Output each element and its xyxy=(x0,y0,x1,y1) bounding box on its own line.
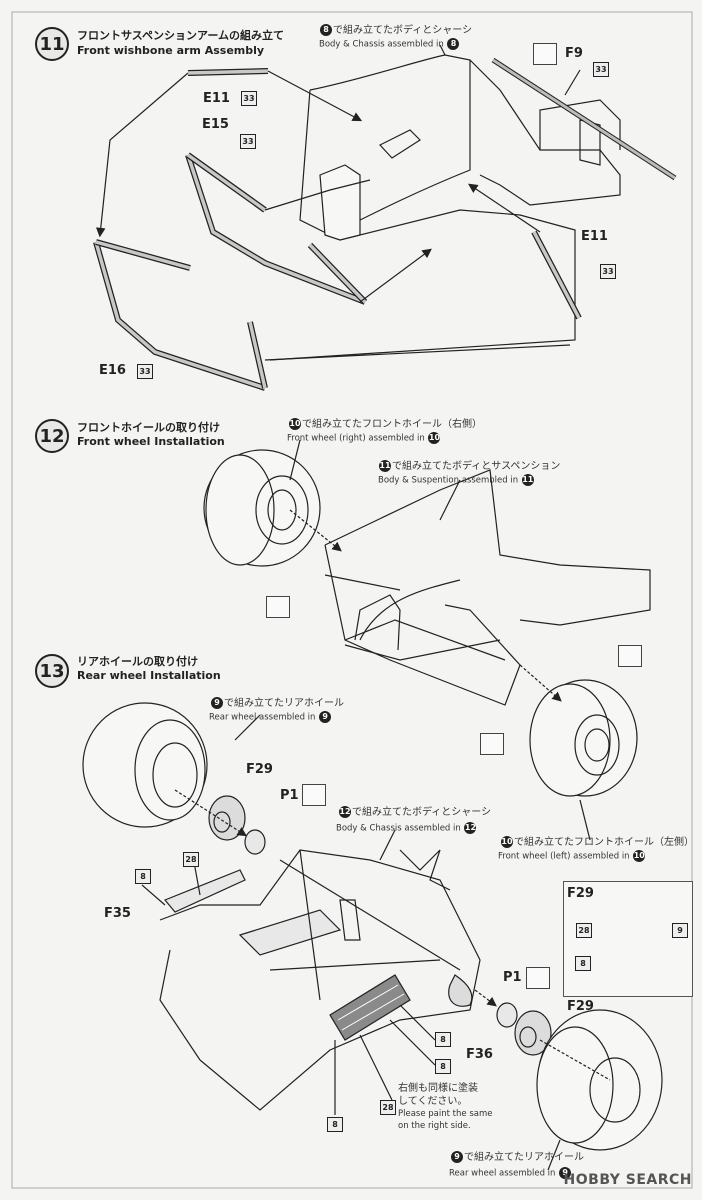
ref-number-badge: 8 xyxy=(320,24,332,36)
paint-note-en-2: on the right side. xyxy=(398,1121,471,1131)
color-code-33: 33 xyxy=(241,91,257,106)
step-12-ref-right-jp: 10で組み立てたフロントホイール（右側） xyxy=(289,418,482,430)
color-code-28: 28 xyxy=(183,852,199,867)
step-11-title-en: Front wishbone arm Assembly xyxy=(77,44,265,57)
step-12-title-en: Front wheel Installation xyxy=(77,435,225,448)
step-13-ref-chassis-en: Body & Chassis assembled in 12 xyxy=(336,822,477,834)
color-code-28: 28 xyxy=(576,923,592,938)
step-13-ref-chassis-jp: 12で組み立てたボディとシャーシ xyxy=(339,806,492,818)
part-label-p1-right: P1 xyxy=(503,970,522,985)
color-code-28: 28 xyxy=(380,1100,396,1115)
part-label-e16: E16 xyxy=(99,363,126,378)
color-code-8: 8 xyxy=(327,1117,343,1132)
step-12-ref-left-en: Front wheel (left) assembled in 10 xyxy=(498,850,646,862)
color-code-8: 8 xyxy=(435,1059,451,1074)
color-code-33: 33 xyxy=(137,364,153,379)
part-label-f29-left: F29 xyxy=(246,762,273,777)
no-glue-icon xyxy=(526,967,550,989)
f29-detail-inset xyxy=(563,881,693,997)
no-glue-icon xyxy=(618,645,642,667)
color-code-9: 9 xyxy=(672,923,688,938)
paint-note-en-1: Please paint the same xyxy=(398,1109,493,1119)
no-glue-icon xyxy=(533,43,557,65)
color-code-33: 33 xyxy=(600,264,616,279)
step-12-ref-left-jp: 10で組み立てたフロントホイール（左側） xyxy=(501,836,694,848)
paint-note-jp-1: 右側も同様に塗装 xyxy=(398,1083,478,1094)
part-label-e11-right: E11 xyxy=(581,229,608,244)
color-code-33: 33 xyxy=(593,62,609,77)
color-code-8: 8 xyxy=(135,869,151,884)
no-glue-icon xyxy=(480,733,504,755)
step-12-ref-body-en: Body & Suspention assembled in 11 xyxy=(378,474,534,486)
color-code-8: 8 xyxy=(575,956,591,971)
part-label-e15: E15 xyxy=(202,117,229,132)
step-12-ref-body-jp: 11で組み立てたボディとサスペンション xyxy=(379,460,561,472)
part-label-p1-left: P1 xyxy=(280,788,299,803)
step-13-ref-rear2-en: Rear wheel assembled in 9 xyxy=(449,1167,572,1179)
step-number-11: 11 xyxy=(35,27,69,61)
step-13-title-jp: リアホイールの取り付け xyxy=(77,655,198,668)
step-number-13: 13 xyxy=(35,654,69,688)
step-11-title-jp: フロントサスペンションアームの組み立て xyxy=(77,29,285,42)
part-label-f29-right: F29 xyxy=(567,999,594,1014)
step-12-ref-right-en: Front wheel (right) assembled in 10 xyxy=(287,432,441,444)
hobby-search-watermark: HOBBY SEARCH xyxy=(563,1172,692,1188)
step-12-title-jp: フロントホイールの取り付け xyxy=(77,421,220,434)
part-label-f36: F36 xyxy=(466,1047,493,1062)
step-13-ref-rear-en: Rear wheel assembled in 9 xyxy=(209,711,332,723)
part-label-f9: F9 xyxy=(565,46,583,61)
step-13-title-en: Rear wheel Installation xyxy=(77,669,221,682)
part-label-e11-top: E11 xyxy=(203,91,230,106)
inset-label-f29: F29 xyxy=(567,886,594,901)
part-label-f35: F35 xyxy=(104,906,131,921)
step-number-12: 12 xyxy=(35,419,69,453)
color-code-8: 8 xyxy=(435,1032,451,1047)
no-glue-icon xyxy=(266,596,290,618)
step-11-ref-en: Body & Chassis assembled in 8 xyxy=(319,38,460,50)
no-glue-icon xyxy=(302,784,326,806)
paint-note-jp-2: してください。 xyxy=(398,1096,468,1107)
color-code-33: 33 xyxy=(240,134,256,149)
